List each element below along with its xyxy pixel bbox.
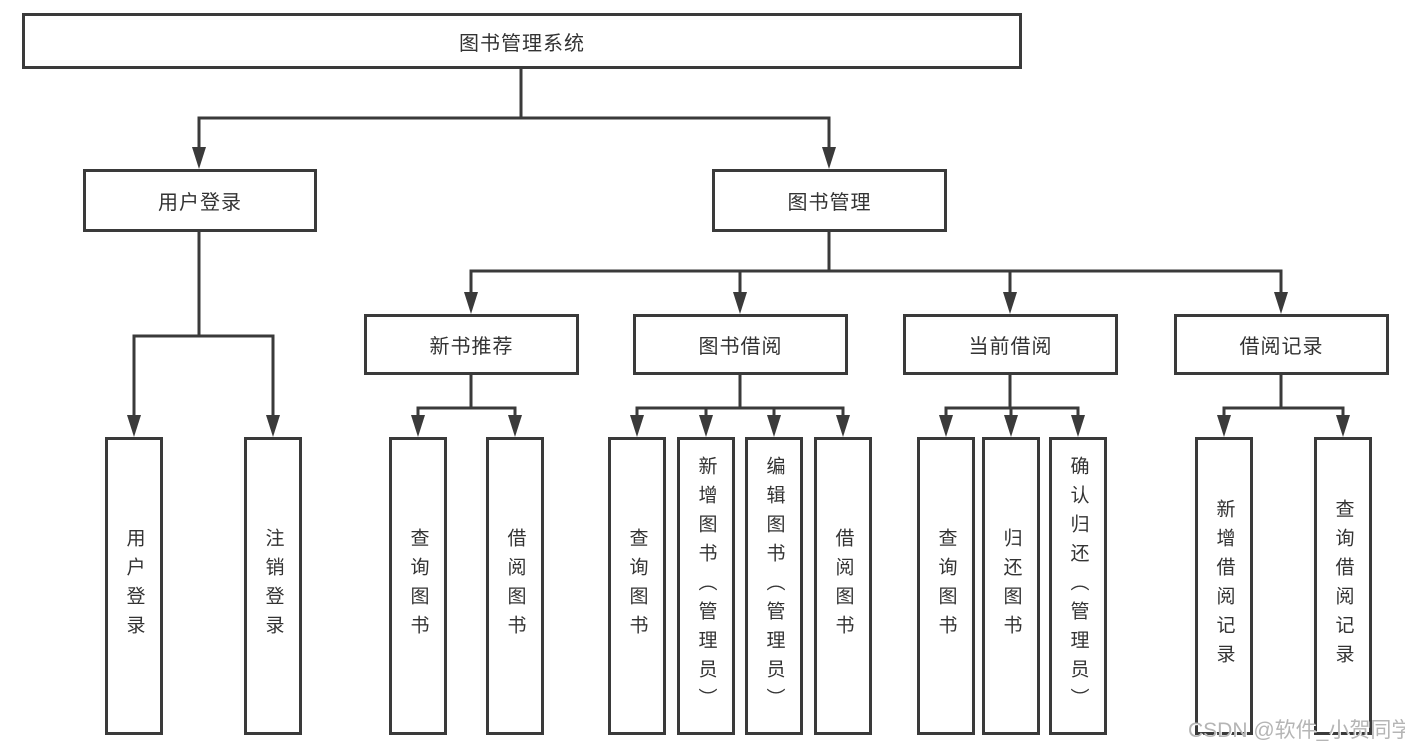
leaf-label: 注销登录 — [262, 528, 284, 644]
leaf-borrow-books: 借阅图书 — [814, 437, 872, 735]
node-current-borrowing: 当前借阅 — [903, 314, 1118, 375]
leaf-borrow-books-recommend: 借阅图书 — [486, 437, 544, 735]
leaf-label: 借阅图书 — [504, 528, 526, 644]
leaf-label: 新增借阅记录 — [1213, 499, 1235, 673]
leaf-query-books-current: 查询图书 — [917, 437, 975, 735]
leaf-confirm-return-admin: 确认归还（管理员） — [1049, 437, 1107, 735]
leaf-label: 查询图书 — [935, 528, 957, 644]
node-book-management: 图书管理 — [712, 169, 947, 232]
leaf-query-books-borrowing: 查询图书 — [608, 437, 666, 735]
arrowheads — [127, 147, 1350, 437]
node-book-management-system: 图书管理系统 — [22, 13, 1022, 69]
leaf-label: 用户登录 — [123, 528, 145, 644]
leaf-label: 新增图书（管理员） — [695, 455, 717, 717]
node-book-borrowing: 图书借阅 — [633, 314, 848, 375]
leaf-label: 查询借阅记录 — [1332, 499, 1354, 673]
leaf-label: 编辑图书（管理员） — [763, 455, 785, 717]
leaf-edit-books-admin: 编辑图书（管理员） — [745, 437, 803, 735]
leaf-add-borrow-record: 新增借阅记录 — [1195, 437, 1253, 735]
leaf-label: 查询图书 — [626, 528, 648, 644]
leaf-return-books: 归还图书 — [982, 437, 1040, 735]
watermark: CSDN @软件_小贺同学 — [1188, 719, 1405, 742]
leaf-query-borrow-record: 查询借阅记录 — [1314, 437, 1372, 735]
leaf-label: 查询图书 — [407, 528, 429, 644]
leaf-query-books-recommend: 查询图书 — [389, 437, 447, 735]
node-new-book-recommendation: 新书推荐 — [364, 314, 579, 375]
leaf-user-login: 用户登录 — [105, 437, 163, 735]
node-user-login: 用户登录 — [83, 169, 317, 232]
leaf-logout: 注销登录 — [244, 437, 302, 735]
leaf-label: 确认归还（管理员） — [1067, 455, 1089, 717]
leaf-label: 借阅图书 — [832, 528, 854, 644]
leaf-label: 归还图书 — [1000, 528, 1022, 644]
leaf-add-books-admin: 新增图书（管理员） — [677, 437, 735, 735]
node-borrowing-records: 借阅记录 — [1174, 314, 1389, 375]
